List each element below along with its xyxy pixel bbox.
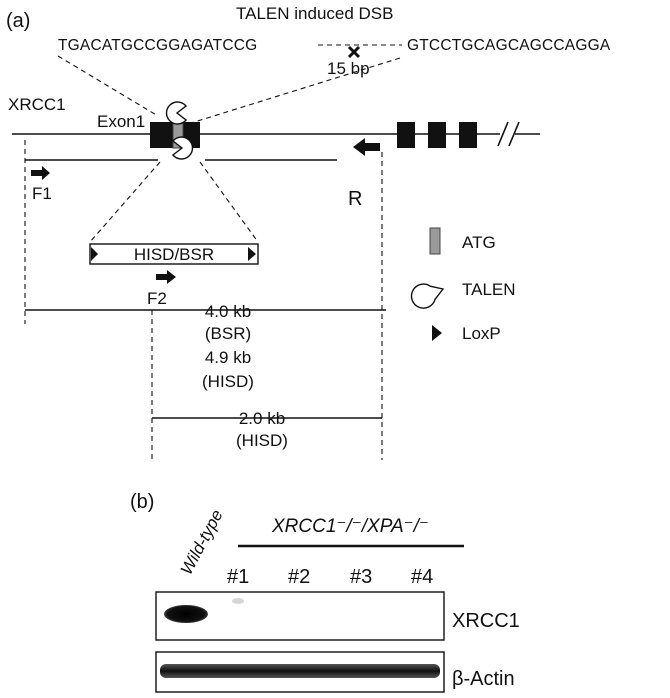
primer-r-arrow-icon	[353, 138, 380, 156]
xrcc1-smudge	[232, 598, 244, 604]
zoom-line-right	[187, 57, 401, 125]
product-long-marker: (BSR)	[205, 324, 251, 343]
legend-talen-icon	[410, 283, 445, 309]
sequence-left: TGACATGCCGGAGATCCG	[58, 37, 257, 54]
loxp-right-icon	[248, 247, 256, 261]
genotype-label: XRCC1⁻/⁻/XPA⁻/⁻	[271, 516, 429, 537]
clone-label-4: #4	[411, 566, 433, 588]
cut-site-x-icon	[347, 45, 361, 59]
clone-label-3: #3	[350, 566, 372, 588]
panel-a: (a) TALEN induced DSB TGACATGCCGGAGATCCG…	[6, 4, 611, 462]
talen-icon-bottom	[172, 136, 194, 160]
panel-a-label: (a)	[6, 10, 30, 32]
legend-loxp-icon	[432, 325, 442, 341]
exon-block-2	[397, 122, 415, 148]
legend: ATG TALEN LoxP	[410, 227, 516, 343]
panel-b-label: (b)	[130, 491, 154, 513]
hisd-bsr-cassette	[89, 243, 259, 265]
panel-b: (b) Wild-type XRCC1⁻/⁻/XPA⁻/⁻ #1 #2 #3 #…	[130, 491, 520, 693]
loxp-left-icon	[91, 247, 98, 261]
xrcc1-band-wildtype	[164, 605, 208, 623]
primer-f1-arrow-icon	[31, 166, 50, 180]
product-long-size-2: 4.9 kb	[205, 348, 251, 367]
legend-loxp-label: LoxP	[462, 324, 501, 343]
talen-icon-top	[165, 101, 187, 125]
product-long-marker-2: (HISD)	[202, 372, 254, 391]
cassette-label: HISD/BSR	[134, 245, 214, 264]
dsb-title: TALEN induced DSB	[236, 4, 393, 23]
clone-label-1: #1	[227, 566, 249, 588]
product-short-size: 2.0 kb	[239, 409, 285, 428]
xrcc1-blot-label: XRCC1	[452, 610, 520, 632]
legend-atg-icon	[429, 227, 441, 255]
cassette-zoom-left	[89, 161, 161, 243]
product-long-size: 4.0 kb	[205, 302, 251, 321]
zoom-line-left	[57, 55, 159, 117]
legend-talen-label: TALEN	[462, 280, 516, 299]
sequence-right: GTCCTGCAGCAGCCAGGA	[407, 37, 611, 54]
spacer-length: 15 bp	[327, 59, 370, 78]
primer-f1-label: F1	[32, 184, 52, 203]
primer-f2-arrow-icon	[156, 270, 176, 284]
primer-r-label: R	[348, 188, 362, 210]
actin-band	[160, 664, 440, 678]
product-short-marker: (HISD)	[236, 431, 288, 450]
gene-name: XRCC1	[8, 95, 66, 114]
legend-atg-label: ATG	[462, 233, 496, 252]
exon-block-3	[428, 122, 446, 148]
actin-blot-label: β-Actin	[452, 668, 515, 690]
wildtype-lane-label: Wild-type	[177, 507, 227, 578]
cassette-zoom-right	[199, 161, 259, 243]
primer-f2-label: F2	[147, 289, 167, 308]
exon-block-4	[459, 122, 477, 148]
exon-label: Exon1	[97, 112, 145, 131]
break-marks	[497, 121, 520, 147]
clone-label-2: #2	[288, 566, 310, 588]
